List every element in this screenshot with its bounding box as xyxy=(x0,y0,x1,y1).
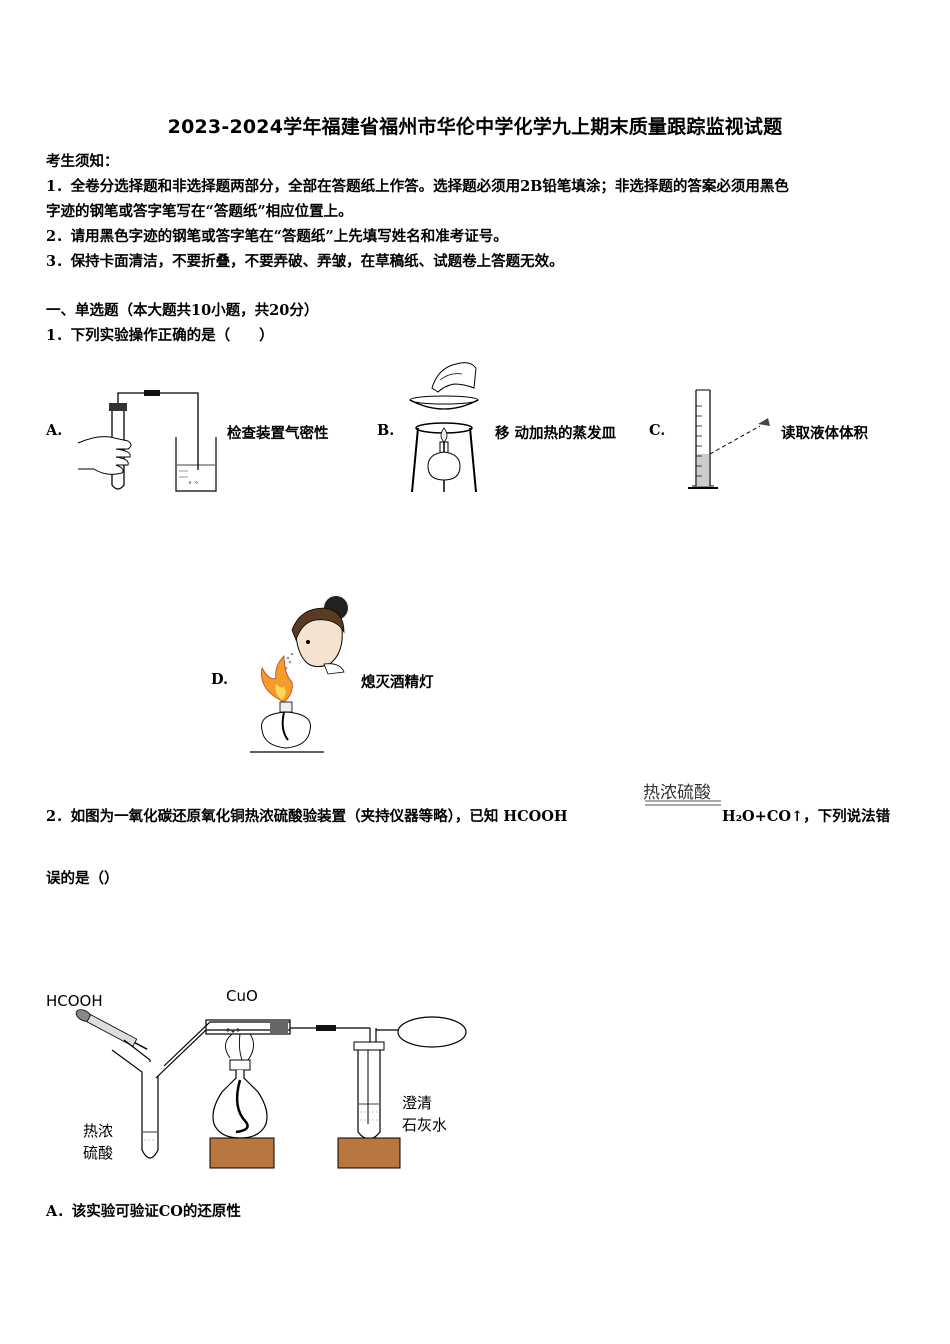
option-a-text: 检查装置气密性 xyxy=(227,425,329,442)
option-d-letter: D. xyxy=(211,671,229,688)
section-heading: 一、单选题（本大题共10小题，共20分） xyxy=(46,302,319,319)
question-1-stem: 1．下列实验操作正确的是（ ） xyxy=(46,327,274,344)
airtightness-check-illustration: ∘ ∘ xyxy=(77,390,217,492)
option-d-text: 熄灭酒精灯 xyxy=(361,674,434,691)
option-b-text: 移 动加热的蒸发皿 xyxy=(495,425,617,442)
fig-label-limewater-1: 澄清 xyxy=(402,1094,433,1112)
question-2-stem-start: 2．如图为一氧化碳还原氧化铜热浓硫酸验装置（夹持仪器等略），已知 HCOOH xyxy=(46,808,568,825)
notice-line-3: 3．保持卡面清洁，不要折叠，不要弄破、弄皱，在草稿纸、试题卷上答题无效。 xyxy=(46,253,564,270)
option-c-text: 读取液体体积 xyxy=(781,425,868,442)
svg-text:∘ ∘: ∘ ∘ xyxy=(188,478,198,487)
notice-line-2: 2．请用黑色字迹的钢笔或答字笔在“答题纸”上先填写姓名和准考证号。 xyxy=(46,228,508,245)
evaporating-dish-illustration xyxy=(409,362,479,493)
notice-line-1b: 字迹的钢笔或答字笔写在“答题纸”相应位置上。 xyxy=(46,203,353,220)
fig-label-acid-2: 硫酸 xyxy=(83,1144,114,1162)
question-2-option-a: A．该实验可验证CO的还原性 xyxy=(46,1203,241,1220)
page-title: 2023-2024学年福建省福州市华伦中学化学九上期末质量跟踪监视试题 xyxy=(167,116,783,138)
fig-label-limewater-2: 石灰水 xyxy=(402,1116,448,1134)
question-2-stem-end: 误的是（） xyxy=(46,870,119,887)
option-c-letter: C. xyxy=(649,422,666,439)
fig-label-cuo: CuO xyxy=(226,987,258,1005)
fig-label-hcooh: HCOOH xyxy=(46,992,103,1010)
graduated-cylinder-illustration xyxy=(688,389,770,489)
notice-line-1a: 1．全卷分选择题和非选择题两部分，全部在答题纸上作答。选择题必须用2B铅笔填涂；… xyxy=(46,178,789,195)
question-2-stem-product: H₂O+CO↑，下列说法错 xyxy=(722,808,891,825)
fig-label-acid-1: 热浓 xyxy=(83,1122,114,1140)
option-a-letter: A. xyxy=(46,422,63,439)
co-reduction-apparatus xyxy=(75,1009,467,1169)
blowing-out-lamp-illustration xyxy=(250,596,348,753)
option-b-letter: B. xyxy=(377,422,395,439)
reaction-equals-sign xyxy=(645,800,721,806)
notice-heading: 考生须知： xyxy=(46,153,119,170)
reaction-condition: 热浓硫酸 xyxy=(643,783,711,803)
